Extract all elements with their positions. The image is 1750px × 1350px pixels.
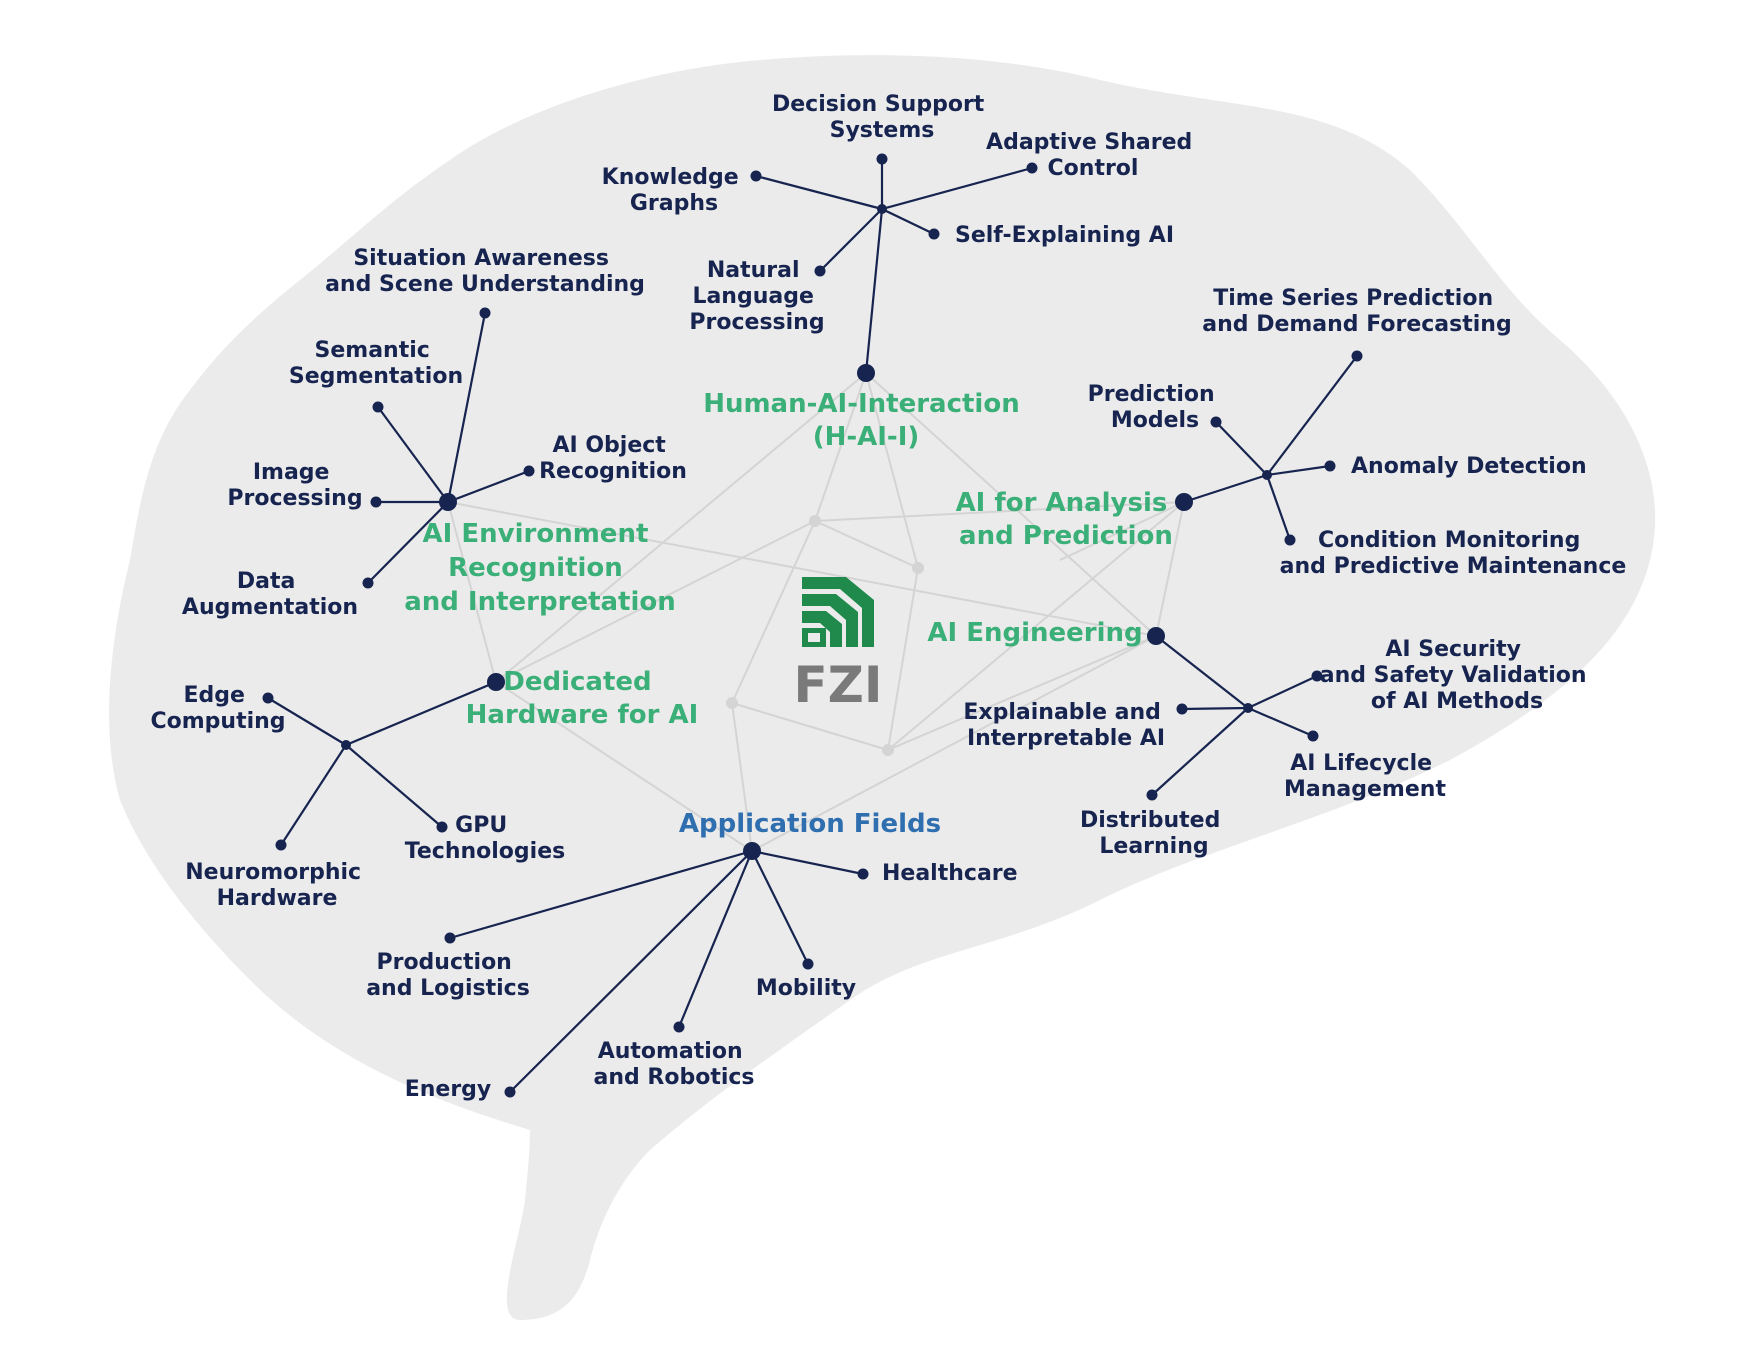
category-haii: Human-AI-Interaction (H-AI-I) <box>703 389 1029 452</box>
category-env: AI Environment Recognition and Interpret… <box>404 519 676 617</box>
label-gpu: GPU Technologies <box>405 813 565 864</box>
fzi-logo-text: FZI <box>793 656 882 714</box>
leaf-labels: Decision Support Systems Adaptive Shared… <box>150 92 1626 1102</box>
label-lifecycle: AI Lifecycle Management <box>1284 751 1446 802</box>
fzi-logo-mark-icon <box>802 577 874 647</box>
node-engineering <box>1147 627 1165 645</box>
category-analysis: AI for Analysis and Prediction <box>956 488 1177 551</box>
label-image-processing: Image Processing <box>227 460 362 511</box>
fzi-logo: FZI <box>793 577 883 714</box>
label-production: Production and Logistics <box>366 950 530 1001</box>
label-automation: Automation and Robotics <box>593 1039 754 1090</box>
label-data-augmentation: Data Augmentation <box>182 569 358 620</box>
label-anomaly-detection: Anomaly Detection <box>1351 454 1587 479</box>
label-object-recognition: AI Object Recognition <box>539 433 687 484</box>
node-application <box>743 842 761 860</box>
faint-network <box>447 372 1185 852</box>
category-application: Application Fields <box>679 809 941 839</box>
category-engineering: AI Engineering <box>927 618 1142 648</box>
node-env <box>439 493 457 511</box>
label-self-explaining: Self-Explaining AI <box>955 223 1174 248</box>
category-labels: Human-AI-Interaction (H-AI-I) AI Environ… <box>404 389 1177 839</box>
label-distributed-learning: Distributed Learning <box>1080 808 1228 859</box>
category-hardware: Dedicated Hardware for AI <box>466 667 699 730</box>
label-mobility: Mobility <box>756 976 856 1001</box>
label-knowledge-graphs: Knowledge Graphs <box>602 165 747 216</box>
node-analysis <box>1175 493 1193 511</box>
label-explainable-ai: Explainable and Interpretable AI <box>963 700 1168 751</box>
label-adaptive-control: Adaptive Shared Control <box>986 130 1200 181</box>
label-time-series: Time Series Prediction and Demand Foreca… <box>1202 286 1511 337</box>
label-condition-monitoring: Condition Monitoring and Predictive Main… <box>1280 528 1627 579</box>
label-energy: Energy <box>405 1077 492 1102</box>
label-nlp: Natural Language Processing <box>689 258 824 335</box>
label-neuromorphic: Neuromorphic Hardware <box>185 860 369 911</box>
label-ai-security: AI Security and Safety Validation of AI … <box>1320 637 1594 714</box>
brain-background-shape <box>109 55 1656 1321</box>
label-decision-support: Decision Support Systems <box>772 92 992 143</box>
label-semantic-segmentation: Semantic Segmentation <box>289 338 463 389</box>
nodes <box>262 153 1363 1098</box>
label-prediction-models: Prediction Models <box>1088 382 1223 433</box>
edges <box>267 159 1358 1093</box>
label-situation-awareness: Situation Awareness and Scene Understand… <box>325 246 645 297</box>
label-edge-computing: Edge Computing <box>150 683 285 734</box>
label-healthcare: Healthcare <box>882 861 1018 886</box>
node-haii <box>857 364 875 382</box>
node-hardware <box>487 673 505 691</box>
